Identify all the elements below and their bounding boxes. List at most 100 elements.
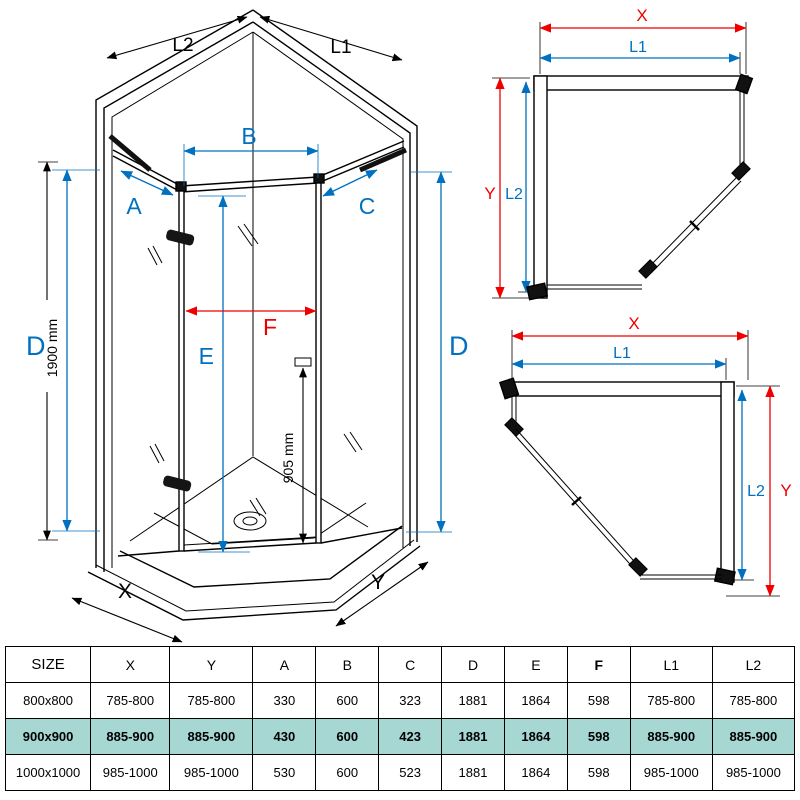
table-cell: 600 — [315, 754, 380, 791]
table-cell: 1000x1000 — [4, 754, 92, 791]
plan1-label-l2: L2 — [505, 186, 523, 203]
door-frame-right — [315, 177, 322, 544]
column-header-d: D — [441, 646, 505, 683]
label-d-left: D — [26, 331, 46, 361]
column-header-e: E — [503, 646, 568, 683]
table-cell: 423 — [378, 718, 443, 755]
hinge — [628, 557, 648, 577]
table-cell: 523 — [378, 754, 443, 791]
wall-profile — [713, 567, 736, 586]
column-header-l1: L1 — [629, 646, 713, 683]
base-tray — [87, 456, 421, 621]
plan1-dimensions — [492, 22, 747, 299]
plan-view-top-diagram: X L1 Y L2 — [484, 6, 754, 301]
table-cell: 430 — [252, 718, 317, 755]
column-header-a: A — [252, 646, 317, 683]
door-handle-bottom — [163, 475, 192, 492]
label-c: C — [359, 193, 376, 219]
table-cell: 600 — [315, 682, 380, 719]
label-y: Y — [371, 571, 385, 594]
glass-shine-marks — [147, 223, 363, 517]
table-cell: 1881 — [441, 718, 505, 755]
plan2-walls — [498, 377, 736, 586]
table-cell: 598 — [566, 718, 631, 755]
label-l1: L1 — [330, 37, 351, 58]
table-cell: 1881 — [441, 682, 505, 719]
label-bar-height: 905 mm — [280, 433, 296, 484]
plan1-glass — [547, 90, 751, 290]
table-cell: 885-900 — [169, 718, 254, 755]
table-cell: 598 — [566, 682, 631, 719]
label-a: A — [126, 193, 142, 219]
plan2-label-y: Y — [780, 481, 791, 500]
table-cell: 330 — [252, 682, 317, 719]
table-cell: 530 — [252, 754, 317, 791]
door-handles — [163, 229, 195, 492]
table-cell: 1881 — [441, 754, 505, 791]
table-cell: 985-1000 — [629, 754, 713, 791]
door-handle-top — [166, 229, 195, 246]
table-cell: 800x800 — [4, 682, 92, 719]
table-cell: 1864 — [503, 754, 568, 791]
label-d-right: D — [449, 331, 469, 361]
door-handle — [571, 496, 582, 506]
table-cell: 1864 — [503, 718, 568, 755]
size-table: SIZE X Y A B C D E F L1 L2 800x800 785-8… — [4, 646, 796, 791]
table-cell: 985-1000 — [169, 754, 254, 791]
table-cell: 885-900 — [629, 718, 713, 755]
plan2-glass — [504, 396, 722, 580]
table-cell: 785-800 — [169, 682, 254, 719]
table-cell: 600 — [315, 718, 380, 755]
column-header-c: C — [378, 646, 443, 683]
plan2-dimensions — [511, 330, 780, 597]
plan2-label-l2: L2 — [747, 483, 765, 500]
hinge — [731, 161, 751, 181]
label-x: X — [118, 580, 132, 603]
table-cell: 885-900 — [711, 718, 796, 755]
wall-profile — [734, 73, 754, 95]
drain — [233, 511, 267, 531]
plan2-label-x: X — [628, 314, 639, 333]
plan2-labels: X L1 L2 Y — [613, 314, 792, 500]
table-cell: 900x900 — [4, 718, 92, 755]
table-row-900-highlighted: 900x900 885-900 885-900 430 600 423 1881… — [4, 718, 796, 755]
column-header-x: X — [90, 646, 171, 683]
label-f: F — [263, 314, 277, 340]
column-header-size: SIZE — [4, 646, 92, 683]
label-overall-height: 1900 mm — [44, 319, 60, 377]
door-handle — [689, 220, 700, 231]
plan1-label-y: Y — [484, 184, 495, 203]
plan1-labels: X L1 Y L2 — [484, 6, 647, 203]
table-header-row: SIZE X Y A B C D E F L1 L2 — [4, 646, 796, 683]
label-b: B — [241, 123, 256, 149]
label-e: E — [199, 343, 214, 369]
plan-view-bottom-diagram: X L1 L2 Y — [498, 314, 792, 597]
plan1-label-l1: L1 — [629, 39, 647, 56]
top-brace-left — [108, 134, 152, 172]
column-header-f: F — [566, 646, 631, 683]
column-header-l2: L2 — [711, 646, 796, 683]
column-header-b: B — [315, 646, 380, 683]
front-view-diagram: L2 L1 B A C D 1900 mm E F 905 mm D X Y — [26, 9, 469, 643]
table-cell: 785-800 — [711, 682, 796, 719]
table-row-800: 800x800 785-800 785-800 330 600 323 1881… — [4, 682, 796, 719]
label-l2: L2 — [172, 35, 193, 56]
dimension-labels-front: L2 L1 B A C D 1900 mm E F 905 mm D X Y — [26, 35, 469, 603]
hinge — [638, 259, 658, 279]
dimension-lines-front — [38, 15, 452, 643]
top-brace-right — [359, 147, 407, 173]
table-cell: 598 — [566, 754, 631, 791]
table-cell: 785-800 — [90, 682, 171, 719]
plan2-label-l1: L1 — [613, 345, 631, 362]
back-walls — [95, 9, 418, 572]
plan1-walls — [526, 73, 754, 301]
wall-profile — [526, 282, 549, 301]
table-row-1000: 1000x1000 985-1000 985-1000 530 600 523 … — [4, 754, 796, 791]
table-cell: 985-1000 — [90, 754, 171, 791]
plan1-label-x: X — [636, 6, 647, 25]
table-cell: 985-1000 — [711, 754, 796, 791]
table-cell: 323 — [378, 682, 443, 719]
table-cell: 885-900 — [90, 718, 171, 755]
table-cell: 1864 — [503, 682, 568, 719]
